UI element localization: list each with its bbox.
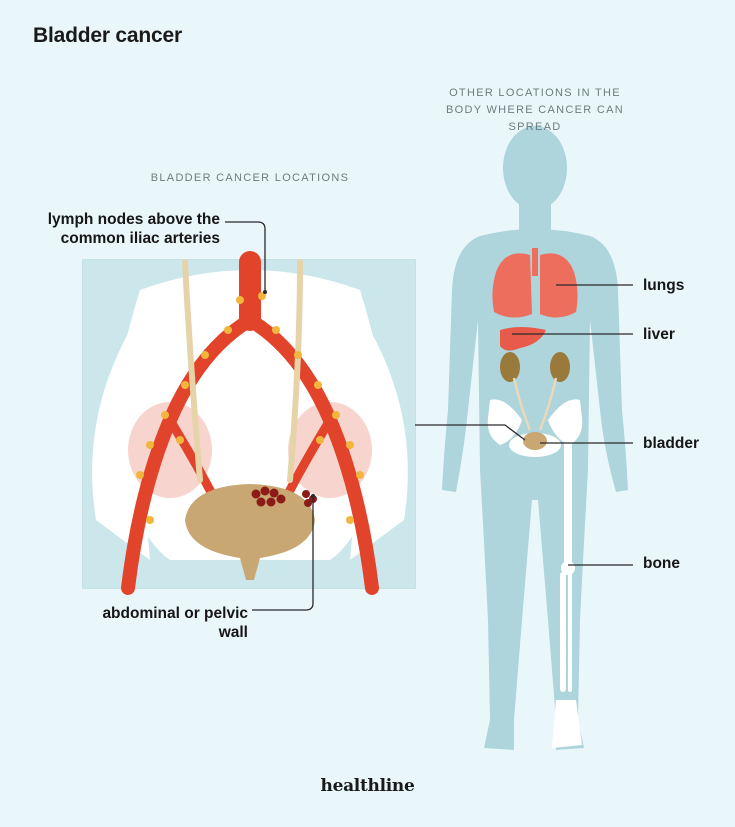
body-bladder [523,432,547,450]
body-silhouette [442,126,628,750]
leader-dots [263,290,315,498]
label-liver: liver [643,326,675,343]
caption-bladder-locations: BLADDER CANCER LOCATIONS [150,172,350,184]
pelvis-bone [487,399,583,457]
label-abdominal-wall: abdominal or pelvic wall [102,605,248,641]
leg-bone [552,435,582,748]
caption-other-locations: OTHER LOCATIONS IN THE BODY WHERE CANCER… [445,87,625,133]
leader-lines [225,221,633,611]
liver-illustration [500,327,546,351]
label-bladder: bladder [643,435,699,452]
page-title: Bladder cancer [33,24,182,47]
label-bone: bone [643,555,681,572]
label-lymph-nodes: lymph nodes above the common iliac arter… [47,211,220,247]
pelvis-detail-panel [82,251,416,595]
label-lungs: lungs [643,277,685,294]
kidneys-illustration [500,352,570,382]
ureters [512,377,558,431]
brand-logo: healthline [320,776,415,796]
